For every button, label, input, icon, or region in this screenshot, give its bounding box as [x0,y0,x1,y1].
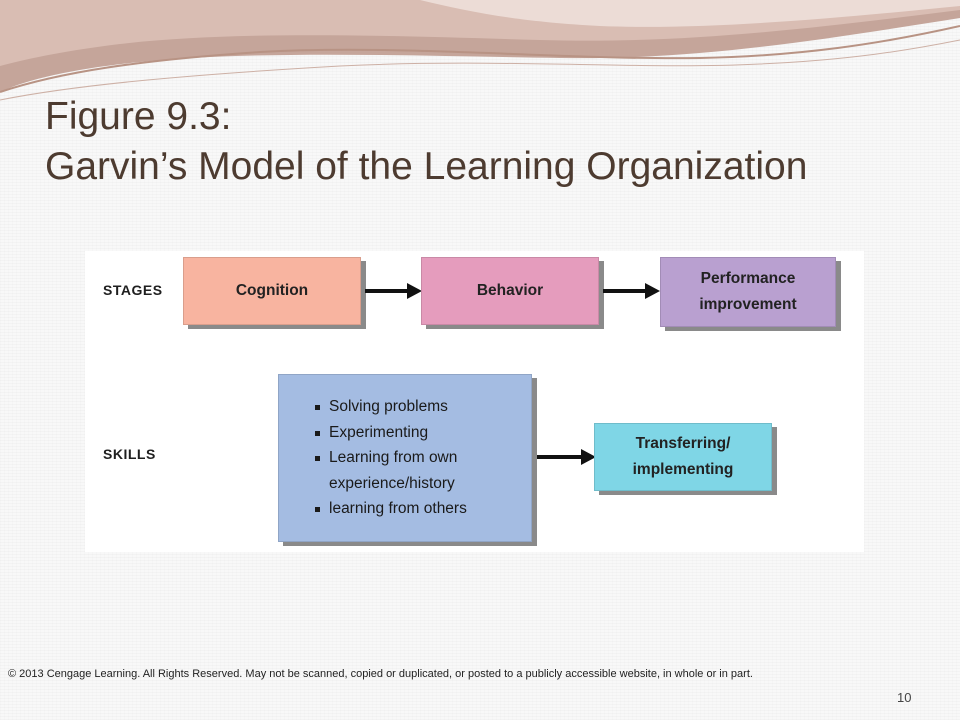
copyright-footer: © 2013 Cengage Learning. All Rights Rese… [8,668,753,680]
skills-list: Solving problems Experimenting Learning … [313,394,467,522]
stages-row-label: STAGES [103,282,163,298]
arrow-behavior-to-performance [603,283,660,299]
outcome-box-transferring-implementing: Transferring/ implementing [594,423,772,491]
stage-behavior-label: Behavior [476,282,544,299]
title-line-1: Figure 9.3: [45,95,232,138]
stage-box-cognition: Cognition [183,257,361,325]
stage-performance-label-line2: improvement [699,296,797,313]
skill-item: Learning from own [313,445,467,471]
stage-box-performance-improvement: Performance improvement [660,257,836,327]
stage-cognition-label: Cognition [235,282,309,299]
skills-box: Solving problems Experimenting Learning … [278,374,532,542]
skills-row-label: SKILLS [103,446,156,462]
stage-performance-label-line1: Performance [700,270,796,287]
outcome-label-line1: Transferring/ [635,435,731,452]
skill-item-continued: experience/history [329,474,455,492]
title-line-2: Garvin’s Model of the Learning Organizat… [45,145,808,188]
skill-item: Solving problems [313,394,467,420]
slide-title: Figure 9.3: Garvin’s Model of the Learni… [45,92,807,192]
arrow-skills-to-transferring [537,449,596,465]
skill-item: Experimenting [313,420,467,446]
header-swoosh-decoration [0,0,960,101]
outcome-label-line2: implementing [632,461,734,478]
stage-box-behavior: Behavior [421,257,599,325]
garvin-model-diagram: STAGES SKILLS Cognition Behavior Perform… [85,251,864,552]
arrow-cognition-to-behavior [365,283,422,299]
page-number: 10 [897,690,912,705]
skill-item: learning from others [313,496,467,522]
